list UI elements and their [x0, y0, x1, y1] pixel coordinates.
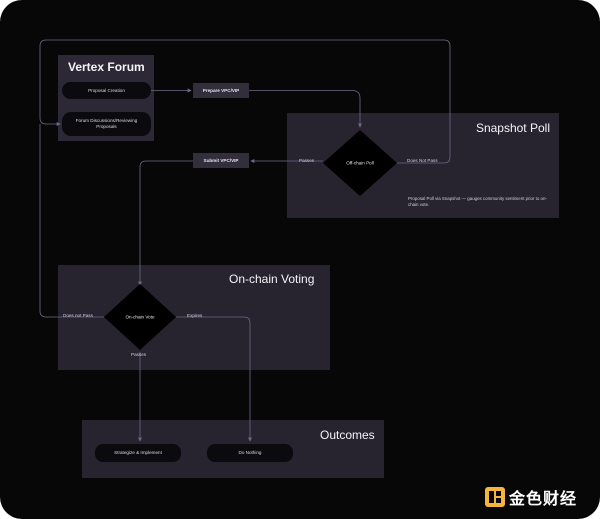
proposal-creation-node: Proposal Creation [62, 82, 151, 99]
strategize-implement-node: Strategize & Implement [95, 444, 181, 462]
vote-expires-label: Expires [187, 313, 203, 318]
vote-does-not-pass-label: Does not Pass [63, 313, 93, 318]
line-expires-to-nothing [176, 316, 252, 442]
poll-passes-label: Passes [299, 158, 315, 163]
line-vote-fail-loop [39, 124, 104, 318]
watermark-text: 金色财经 [509, 489, 578, 508]
outcomes-title: Outcomes [320, 428, 375, 442]
onchain-vote-label: On-chain Vote [125, 314, 155, 320]
line-poll-fail-loop [39, 39, 451, 164]
watermark-mark-icon [485, 487, 505, 507]
vertex-forum-title: Vertex Forum [68, 60, 145, 74]
onchain-voting-panel [58, 265, 330, 370]
watermark-logo: 金色财经 [484, 485, 577, 509]
line-submit-to-vote [138, 160, 193, 286]
offchain-poll-diamond [323, 130, 397, 196]
poll-does-not-pass-label: Does Not Pass [407, 158, 438, 163]
do-nothing-node: Do Nothing [207, 444, 293, 462]
vote-passes-label: Passes [131, 352, 147, 357]
snapshot-poll-title: Snapshot Poll [475, 121, 550, 135]
submit-vpc-vip-node: Submit VPC/VIP [193, 153, 249, 168]
forum-discussions-node: Forum Discussions/Reviewing Proposals [62, 112, 151, 136]
prepare-vpc-vip-node: Prepare VPC/VIP [193, 83, 249, 98]
onchain-vote-diamond [104, 284, 176, 350]
offchain-poll-label: Off-chain Poll [346, 160, 374, 166]
onchain-voting-title: On-chain Voting [229, 272, 315, 286]
line-prepare-to-poll [249, 90, 362, 128]
snapshot-description: Proposal Poll via Snapshot — gauges comm… [408, 196, 547, 208]
